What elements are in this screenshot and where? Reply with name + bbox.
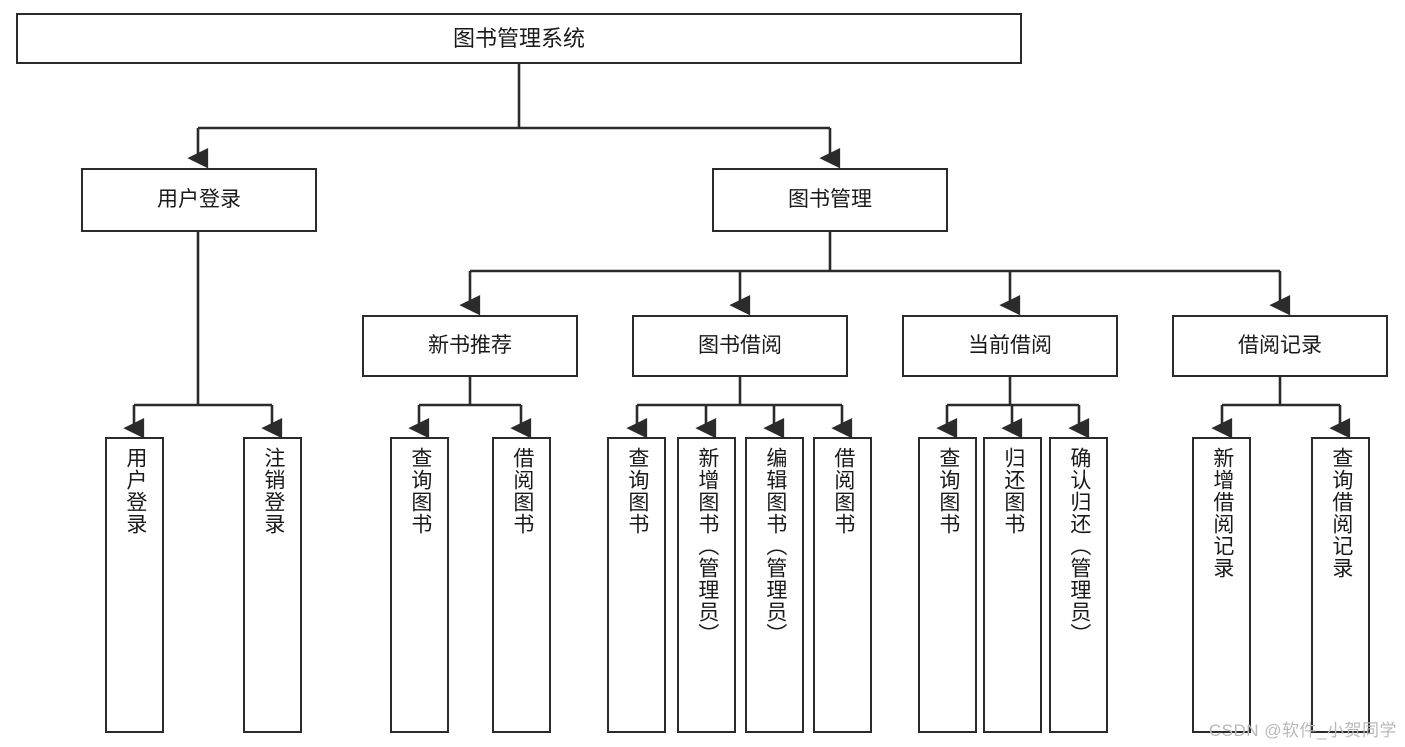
node-label: 借阅图书: [510, 447, 534, 535]
node-label: 借阅记录: [1238, 333, 1322, 357]
node-new-book-recommend[interactable]: 新书推荐: [362, 315, 578, 377]
node-book-management[interactable]: 图书管理: [712, 168, 948, 232]
node-label: 当前借阅: [968, 333, 1052, 357]
node-label: 注销登录: [261, 447, 285, 535]
node-label: 图书借阅: [698, 333, 782, 357]
node-leaf-add-book[interactable]: 新增图书（管理员）: [677, 437, 736, 733]
node-leaf-query-book-3[interactable]: 查询图书: [918, 437, 977, 733]
node-label: 归还图书: [1001, 447, 1025, 535]
node-leaf-return-book[interactable]: 归还图书: [983, 437, 1042, 733]
node-label: 新增借阅记录: [1210, 447, 1234, 579]
node-label: 查询图书: [408, 447, 432, 535]
node-leaf-borrow-book-1[interactable]: 借阅图书: [492, 437, 551, 733]
node-leaf-query-borrow-record[interactable]: 查询借阅记录: [1311, 437, 1370, 733]
node-label: 图书管理: [788, 187, 872, 211]
node-label: 编辑图书（管理员）: [763, 447, 787, 645]
node-root-system[interactable]: 图书管理系统: [16, 13, 1022, 64]
node-label: 查询图书: [936, 447, 960, 535]
node-label: 新书推荐: [428, 333, 512, 357]
node-label: 图书管理系统: [452, 25, 585, 51]
node-label: 借阅图书: [831, 447, 855, 535]
node-leaf-borrow-book-2[interactable]: 借阅图书: [813, 437, 872, 733]
node-leaf-query-book-1[interactable]: 查询图书: [390, 437, 449, 733]
node-leaf-query-book-2[interactable]: 查询图书: [607, 437, 666, 733]
node-leaf-logout-login[interactable]: 注销登录: [243, 437, 302, 733]
node-leaf-user-login[interactable]: 用户登录: [105, 437, 164, 733]
node-borrow-record[interactable]: 借阅记录: [1172, 315, 1388, 377]
node-leaf-add-borrow-record[interactable]: 新增借阅记录: [1192, 437, 1251, 733]
node-label: 查询借阅记录: [1329, 447, 1353, 579]
node-leaf-confirm-return[interactable]: 确认归还（管理员）: [1049, 437, 1108, 733]
node-label: 查询图书: [625, 447, 649, 535]
node-leaf-edit-book[interactable]: 编辑图书（管理员）: [745, 437, 804, 733]
node-user-login[interactable]: 用户登录: [81, 168, 317, 232]
node-label: 确认归还（管理员）: [1067, 447, 1091, 645]
node-label: 用户登录: [123, 447, 147, 535]
node-label: 新增图书（管理员）: [695, 447, 719, 645]
node-book-borrow[interactable]: 图书借阅: [632, 315, 848, 377]
node-current-borrow[interactable]: 当前借阅: [902, 315, 1118, 377]
node-label: 用户登录: [157, 187, 241, 211]
